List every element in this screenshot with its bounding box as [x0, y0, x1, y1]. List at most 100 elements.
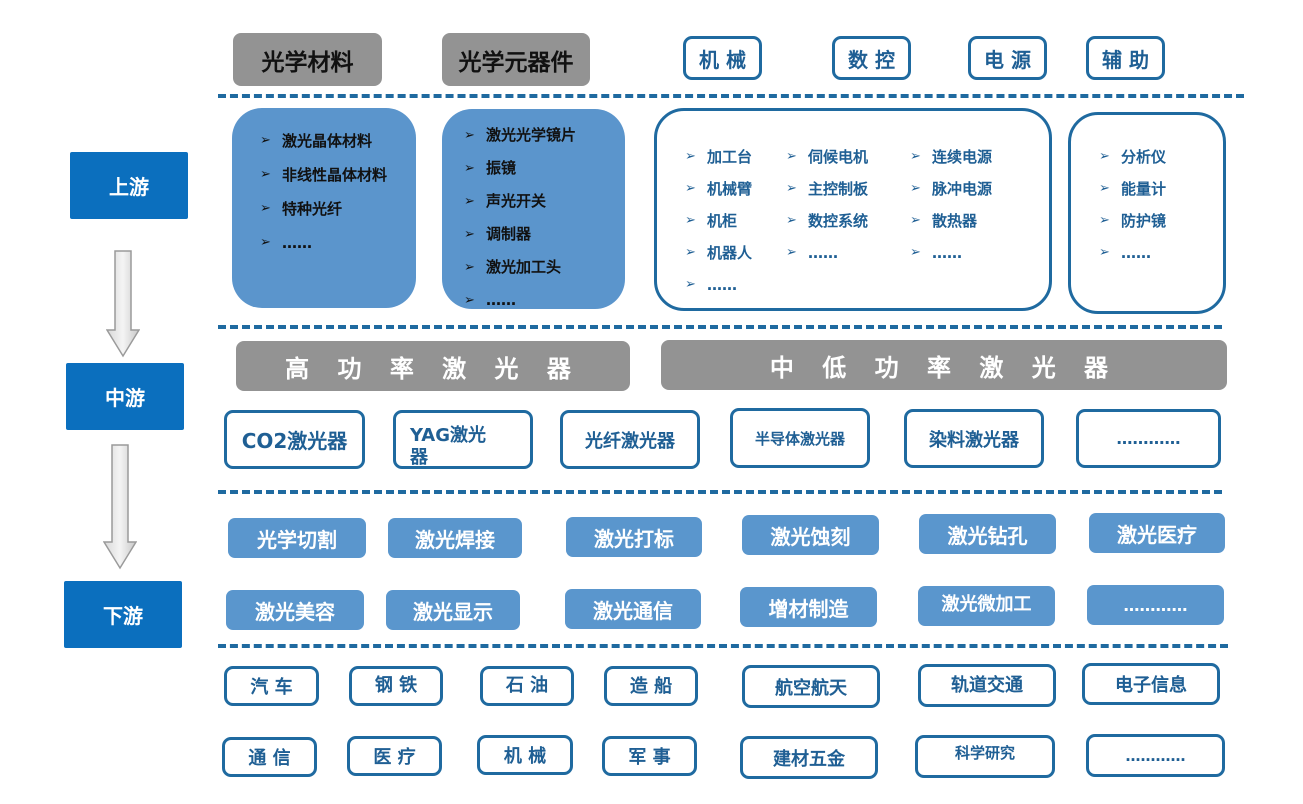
bullet-arrow-icon: ➢	[786, 245, 797, 260]
list-item: ➢能量计	[1099, 173, 1166, 205]
bullet-arrow-icon: ➢	[910, 213, 921, 228]
auxiliary-list: ➢分析仪 ➢能量计 ➢防护镜 ➢……	[1099, 141, 1166, 269]
header-optical-materials: 光学材料	[233, 33, 382, 86]
industry-rail-transit: 轨道交通	[918, 664, 1056, 707]
bullet-arrow-icon: ➢	[685, 277, 696, 292]
bullet-arrow-icon: ➢	[260, 167, 271, 182]
app-laser-drilling: 激光钻孔	[919, 514, 1056, 554]
app-laser-communication: 激光通信	[565, 589, 701, 629]
laser-semiconductor: 半导体激光器	[730, 408, 870, 468]
header-auxiliary: 辅 助	[1086, 36, 1165, 80]
list-item: ➢振镜	[464, 152, 625, 185]
bullet-arrow-icon: ➢	[464, 227, 475, 242]
industry-petroleum: 石 油	[480, 666, 574, 706]
list-item: ➢……	[786, 237, 868, 269]
app-more: …………	[1087, 585, 1224, 625]
app-additive-manufacturing: 增材制造	[740, 587, 877, 627]
bullet-arrow-icon: ➢	[464, 194, 475, 209]
optical-components-panel: ➢激光光学镜片 ➢振镜 ➢声光开关 ➢调制器 ➢激光加工头 ➢……	[442, 109, 625, 309]
list-item: ➢机器人	[685, 237, 752, 269]
list-item: ➢非线性晶体材料	[260, 158, 416, 192]
list-item: ➢散热器	[910, 205, 992, 237]
separator-line	[218, 644, 1228, 648]
list-item: ➢主控制板	[786, 173, 868, 205]
app-laser-micromachining: 激光微加工	[918, 586, 1055, 626]
optical-materials-panel: ➢激光晶体材料 ➢非线性晶体材料 ➢特种光纤 ➢……	[232, 108, 416, 308]
laser-dye: 染料激光器	[904, 409, 1044, 468]
app-laser-display: 激光显示	[386, 590, 520, 630]
bullet-arrow-icon: ➢	[910, 149, 921, 164]
bullet-arrow-icon: ➢	[260, 133, 271, 148]
laser-more: …………	[1076, 409, 1221, 468]
bullet-arrow-icon: ➢	[1099, 245, 1110, 260]
industry-communication: 通 信	[222, 737, 317, 777]
bullet-arrow-icon: ➢	[1099, 181, 1110, 196]
auxiliary-panel: ➢分析仪 ➢能量计 ➢防护镜 ➢……	[1068, 112, 1226, 314]
mechanical-list: ➢加工台 ➢机械臂 ➢机柜 ➢机器人 ➢……	[685, 141, 752, 301]
industry-medical: 医 疗	[347, 736, 442, 776]
bullet-arrow-icon: ➢	[1099, 149, 1110, 164]
list-item: ➢……	[260, 226, 416, 260]
header-mechanical: 机 械	[683, 36, 762, 80]
laser-co2: CO2激光器	[224, 410, 365, 469]
industry-steel: 钢 铁	[349, 666, 443, 706]
power-supply-list: ➢连续电源 ➢脉冲电源 ➢散热器 ➢……	[910, 141, 992, 269]
separator-line	[218, 325, 1222, 329]
list-item: ➢……	[1099, 237, 1166, 269]
bullet-arrow-icon: ➢	[685, 245, 696, 260]
bullet-arrow-icon: ➢	[685, 213, 696, 228]
list-item: ➢加工台	[685, 141, 752, 173]
numerical-control-list: ➢伺候电机 ➢主控制板 ➢数控系统 ➢……	[786, 141, 868, 269]
bullet-arrow-icon: ➢	[464, 128, 475, 143]
app-laser-welding: 激光焊接	[388, 518, 522, 558]
list-item: ➢脉冲电源	[910, 173, 992, 205]
bullet-arrow-icon: ➢	[464, 161, 475, 176]
bullet-arrow-icon: ➢	[685, 149, 696, 164]
down-arrow-icon	[103, 444, 137, 570]
bullet-arrow-icon: ➢	[786, 213, 797, 228]
separator-line	[218, 490, 1222, 494]
list-item: ➢分析仪	[1099, 141, 1166, 173]
list-item: ➢激光加工头	[464, 251, 625, 284]
list-item: ➢数控系统	[786, 205, 868, 237]
header-optical-components: 光学元器件	[442, 33, 590, 86]
list-item: ➢机械臂	[685, 173, 752, 205]
down-arrow-icon	[106, 250, 140, 358]
bullet-arrow-icon: ➢	[464, 293, 475, 308]
app-laser-cosmetic: 激光美容	[226, 590, 364, 630]
list-item: ➢特种光纤	[260, 192, 416, 226]
bullet-arrow-icon: ➢	[464, 260, 475, 275]
bullet-arrow-icon: ➢	[685, 181, 696, 196]
app-laser-marking: 激光打标	[566, 517, 702, 557]
industry-more: …………	[1086, 734, 1225, 777]
header-numerical-control: 数 控	[832, 36, 911, 80]
laser-yag: YAG激光器	[393, 410, 533, 469]
laser-fiber: 光纤激光器	[560, 410, 700, 469]
list-item: ➢激光晶体材料	[260, 124, 416, 158]
list-item: ➢……	[910, 237, 992, 269]
list-item: ➢……	[464, 284, 625, 309]
bullet-arrow-icon: ➢	[910, 181, 921, 196]
app-laser-medical: 激光医疗	[1089, 513, 1225, 553]
industry-shipbuilding: 造 船	[604, 666, 698, 706]
industry-automotive: 汽 车	[224, 666, 319, 706]
industry-aerospace: 航空航天	[742, 665, 880, 708]
list-item: ➢激光光学镜片	[464, 119, 625, 152]
app-optical-cutting: 光学切割	[228, 518, 366, 558]
industry-building-hardware: 建材五金	[740, 736, 878, 779]
stage-downstream: 下游	[64, 581, 182, 648]
bullet-arrow-icon: ➢	[260, 201, 271, 216]
bullet-arrow-icon: ➢	[260, 235, 271, 250]
header-power-supply: 电 源	[968, 36, 1047, 80]
industry-electronic-information: 电子信息	[1082, 663, 1220, 705]
laser-yag-label: YAG激光器	[410, 425, 487, 468]
bullet-arrow-icon: ➢	[786, 149, 797, 164]
industry-machinery: 机 械	[477, 735, 573, 775]
list-item: ➢机柜	[685, 205, 752, 237]
app-laser-etching: 激光蚀刻	[742, 515, 879, 555]
category-mid-low-power-lasers: 中 低 功 率 激 光 器	[661, 340, 1227, 390]
stage-midstream: 中游	[66, 363, 184, 430]
bullet-arrow-icon: ➢	[910, 245, 921, 260]
list-item: ➢连续电源	[910, 141, 992, 173]
list-item: ➢声光开关	[464, 185, 625, 218]
